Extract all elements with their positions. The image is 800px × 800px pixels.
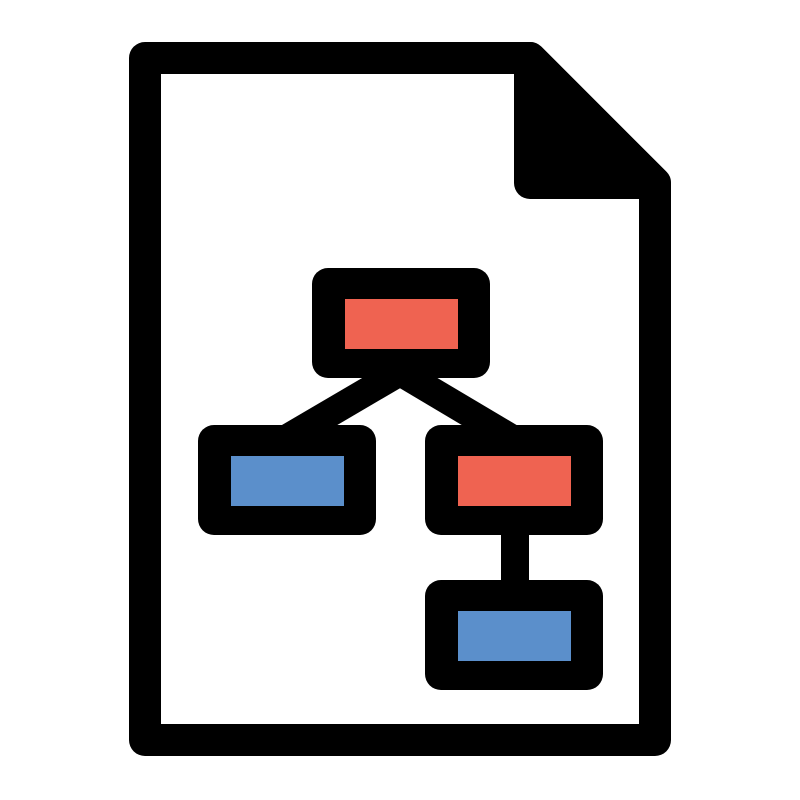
right-child-node-fill <box>458 456 571 506</box>
flowchart-node-root <box>312 268 490 378</box>
folded-corner <box>514 42 671 199</box>
flowchart-node-grandchild <box>425 580 603 690</box>
root-node-fill <box>345 299 458 349</box>
flowchart-node-left-child <box>198 425 376 535</box>
grandchild-node-fill <box>458 611 571 661</box>
flowchart-node-right-child <box>425 425 603 535</box>
left-child-node-fill <box>231 456 344 506</box>
